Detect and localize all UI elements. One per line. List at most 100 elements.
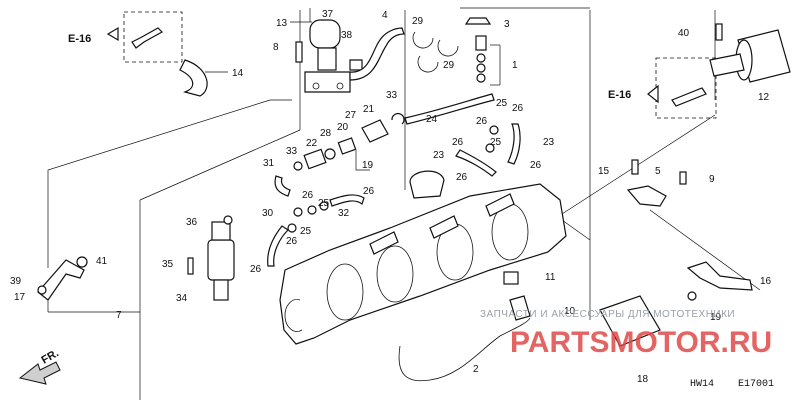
callout-7[interactable]: 7: [116, 310, 122, 321]
callout-35[interactable]: 35: [162, 259, 174, 270]
callout-12[interactable]: 12: [758, 92, 770, 103]
callout-26h: 26: [286, 236, 298, 247]
callout-19a[interactable]: 19: [362, 160, 374, 171]
bolt-35: [187, 257, 194, 275]
hoses-23-25: [455, 123, 521, 177]
fr-label: FR.: [40, 347, 61, 366]
callout-labels: 37 13 38 8 4 14 29 29 3 1 40 12 E-16 33 …: [10, 9, 772, 385]
model-code: HW14: [690, 379, 714, 390]
clamp-29-set: [412, 31, 459, 73]
callout-20[interactable]: 20: [337, 122, 349, 133]
sensor-34: [187, 215, 235, 301]
callout-23b[interactable]: 23: [433, 150, 445, 161]
hoses-30-31-32: [267, 175, 365, 267]
callout-30[interactable]: 30: [262, 208, 274, 219]
callout-27[interactable]: 27: [345, 110, 357, 121]
watermark-brand: PARTSMOTOR.RU: [510, 326, 772, 359]
callout-14[interactable]: 14: [232, 68, 244, 79]
e16-right-arrow-icon: [647, 84, 659, 104]
valve-chain: [293, 112, 405, 171]
hose-4: [349, 27, 405, 81]
callout-26b-text: 26: [476, 116, 488, 127]
callout-2[interactable]: 2: [473, 364, 479, 375]
hose-24: [404, 93, 495, 125]
callout-29a[interactable]: 29: [412, 16, 424, 27]
callout-36[interactable]: 36: [186, 217, 198, 228]
callout-26f: 26: [302, 190, 314, 201]
callout-41[interactable]: 41: [96, 256, 108, 267]
callout-34[interactable]: 34: [176, 293, 188, 304]
callout-33a[interactable]: 33: [386, 90, 398, 101]
callout-18[interactable]: 18: [637, 374, 649, 385]
callout-25d: 25: [300, 226, 312, 237]
e16-left-ref[interactable]: E-16: [68, 33, 91, 45]
callout-26i: 26: [250, 264, 262, 275]
part-11: [503, 271, 519, 285]
e16-left-detail: E-16: [68, 11, 183, 63]
e16-right-ref[interactable]: E-16: [608, 89, 631, 101]
watermark: ЗАПЧАСТИ И АКСЕССУАРЫ ДЛЯ МОТОТЕХНИКИ PA…: [480, 309, 772, 359]
callout-32[interactable]: 32: [338, 208, 350, 219]
callout-26g: 26: [363, 186, 375, 197]
callout-31[interactable]: 31: [263, 158, 275, 169]
group-frame-lines: [47, 7, 761, 400]
callout-3[interactable]: 3: [504, 19, 510, 30]
callout-17[interactable]: 17: [14, 292, 26, 303]
callout-10[interactable]: 10: [564, 306, 576, 317]
callout-25b[interactable]: 25: [490, 137, 502, 148]
callout-19b-text: 19: [710, 312, 722, 323]
callout-26d: 26: [530, 160, 542, 171]
callout-23a[interactable]: 23: [543, 137, 555, 148]
bolt-39: [37, 285, 47, 295]
callout-11[interactable]: 11: [545, 272, 556, 283]
callout-39a[interactable]: 39: [10, 276, 22, 287]
callout-21[interactable]: 21: [363, 104, 375, 115]
callout-29b[interactable]: 29: [443, 60, 455, 71]
pcv-valve: [131, 27, 163, 49]
bolt-40: [715, 23, 723, 41]
cap-3: [464, 17, 492, 25]
part-1-stack: [464, 17, 501, 86]
bolt-41: [76, 256, 88, 268]
actuator-assembly: [290, 8, 363, 93]
callout-1[interactable]: 1: [512, 60, 518, 71]
callout-24[interactable]: 24: [426, 114, 438, 125]
part-18: [599, 295, 661, 347]
cable-2: [398, 317, 531, 382]
front-arrow-icon: [18, 361, 61, 385]
part-10: [509, 295, 531, 321]
filter-12: [647, 23, 791, 119]
callout-38[interactable]: 38: [341, 30, 353, 41]
callout-40[interactable]: 40: [678, 28, 690, 39]
callout-22[interactable]: 22: [306, 138, 318, 149]
callout-26a[interactable]: 26: [512, 103, 524, 114]
hose-14: [179, 59, 208, 97]
callout-16-text: 16: [760, 276, 772, 287]
throttle-body: [279, 170, 567, 345]
bolt-8: [295, 41, 303, 63]
callout-13[interactable]: 13: [276, 18, 288, 29]
bolt-9: [679, 171, 687, 185]
callout-4[interactable]: 4: [382, 10, 388, 21]
bracket-5: [626, 159, 687, 207]
callout-15[interactable]: 15: [598, 166, 610, 177]
callout-5[interactable]: 5: [655, 166, 661, 177]
callout-33b[interactable]: 33: [286, 146, 298, 157]
watermark-line: ЗАПЧАСТИ И АКСЕССУАРЫ ДЛЯ МОТОТЕХНИКИ: [480, 309, 735, 320]
callout-26e: 26: [456, 172, 468, 183]
callout-9[interactable]: 9: [709, 174, 715, 185]
callout-25a[interactable]: 25: [496, 98, 508, 109]
callout-37[interactable]: 37: [322, 9, 334, 20]
callout-8[interactable]: 8: [273, 42, 279, 53]
diagram-code: E17001: [738, 379, 774, 390]
callout-28-text: 28: [320, 128, 332, 139]
bracket-16: [686, 261, 753, 291]
callout-25c: 25: [318, 198, 330, 209]
bracket-17: [37, 256, 88, 301]
e16-left-arrow-icon: [106, 26, 119, 42]
diaphragm-unit: [409, 170, 445, 199]
bolt-36: [223, 215, 233, 225]
bolt-19: [687, 291, 697, 301]
